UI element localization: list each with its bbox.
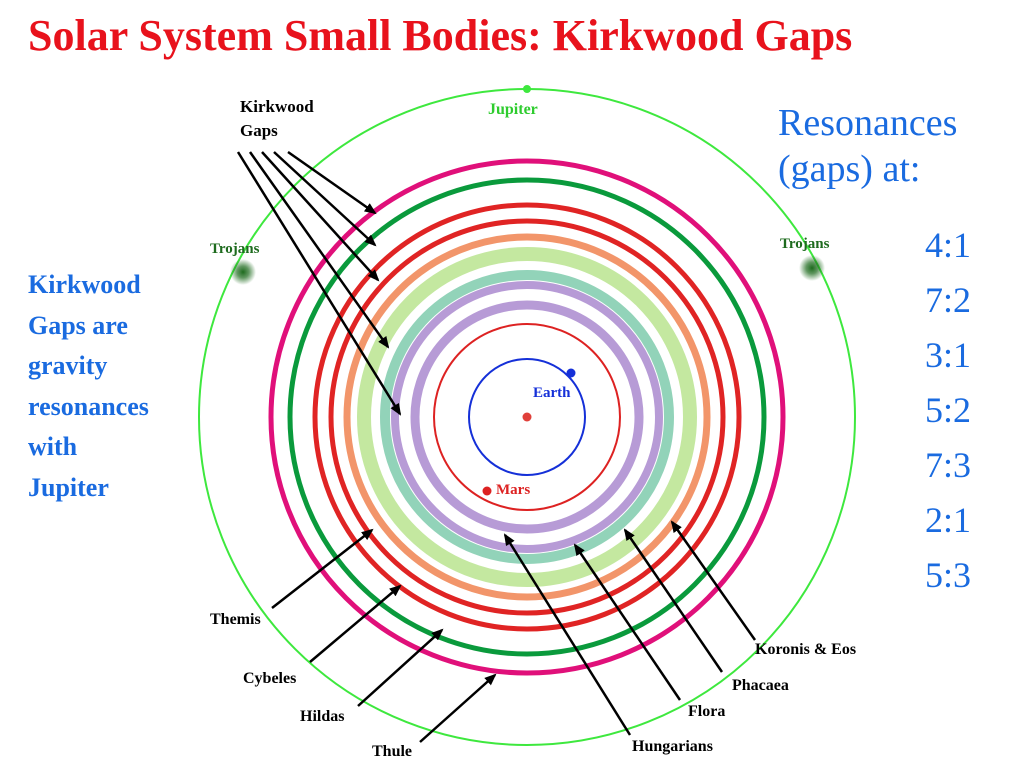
kirkwood-gap-arrow [273, 151, 377, 247]
kirkwood-gap-arrow [287, 150, 377, 215]
hildas-arrow [357, 628, 444, 707]
phacaea-label: Phacaea [732, 677, 789, 694]
koronis-eos-label: Koronis & Eos [755, 641, 856, 658]
phacaea-ring [380, 270, 674, 564]
mars-orbit [433, 323, 621, 511]
hungarians-label: Hungarians [632, 738, 713, 755]
resonance-item: 4:1 [925, 225, 972, 265]
sun-dot [522, 412, 532, 422]
resonance-item: 7:2 [925, 280, 972, 320]
flora-label: Flora [688, 703, 725, 720]
trojans-right-cluster [799, 255, 825, 281]
cybeles-arrow [309, 584, 402, 663]
thule-label: Thule [372, 743, 412, 760]
mars-dot [482, 486, 492, 496]
description-line: Jupiter [28, 472, 109, 502]
resonances-heading-line: (gaps) at: [778, 148, 921, 190]
description-line: with [28, 432, 78, 461]
kirkwood-gaps-label: Gaps [240, 121, 278, 140]
earth-orbit [468, 358, 586, 476]
middle-belt-ring [357, 247, 697, 587]
resonance-item: 5:3 [925, 555, 972, 595]
hildas-ring [268, 158, 786, 676]
kirkwood-description: Kirkwood Gaps are gravity resonances wit… [28, 265, 149, 508]
cybeles-label: Cybeles [243, 670, 296, 687]
earth-label: Earth [533, 385, 571, 401]
resonance-item: 5:2 [925, 390, 972, 430]
trojans-left-label: Trojans [210, 241, 260, 257]
kirkwood-gap-arrow [261, 151, 380, 282]
earth-dot [566, 368, 576, 378]
kirkwood-gap-arrow [248, 151, 390, 349]
hungarians-ring [410, 300, 644, 534]
description-line: Kirkwood [28, 270, 141, 299]
cybeles-ring [287, 177, 767, 657]
hildas-label: Hildas [300, 708, 344, 725]
description-line: gravity [28, 351, 108, 380]
phacaea-arrow [623, 528, 724, 673]
resonances-heading: Resonances (gaps) at: [778, 100, 957, 192]
thule-arrow [419, 673, 497, 743]
resonance-list: 4:1 7:2 3:1 5:2 7:3 2:1 5:3 [925, 218, 971, 603]
slide-title: Solar System Small Bodies: Kirkwood Gaps [28, 11, 853, 60]
resonance-item: 2:1 [925, 500, 972, 540]
themis-inner-ring [328, 218, 726, 616]
resonances-heading-line: Resonances [778, 102, 958, 144]
trojans-right-label: Trojans [780, 236, 830, 252]
themis-label: Themis [210, 611, 261, 628]
flora-arrow [573, 543, 682, 701]
themis-outer-ring [312, 202, 742, 632]
flora-ring [391, 281, 663, 553]
koronis-eos-arrow [670, 520, 757, 641]
kirkwood-gaps-label: Kirkwood [240, 97, 314, 116]
description-line: Gaps are [28, 310, 128, 340]
koronis-eos-ring [343, 233, 711, 601]
jupiter-dot [523, 85, 531, 93]
resonance-item: 3:1 [925, 335, 972, 375]
themis-arrow [271, 528, 374, 609]
resonance-item: 7:3 [925, 445, 972, 485]
hungarians-arrow [503, 533, 632, 736]
description-line: resonances [28, 391, 149, 421]
trojans-left-cluster [230, 259, 256, 285]
kirkwood-gap-arrow [236, 151, 402, 416]
jupiter-label: Jupiter [488, 101, 538, 118]
mars-label: Mars [496, 482, 530, 498]
